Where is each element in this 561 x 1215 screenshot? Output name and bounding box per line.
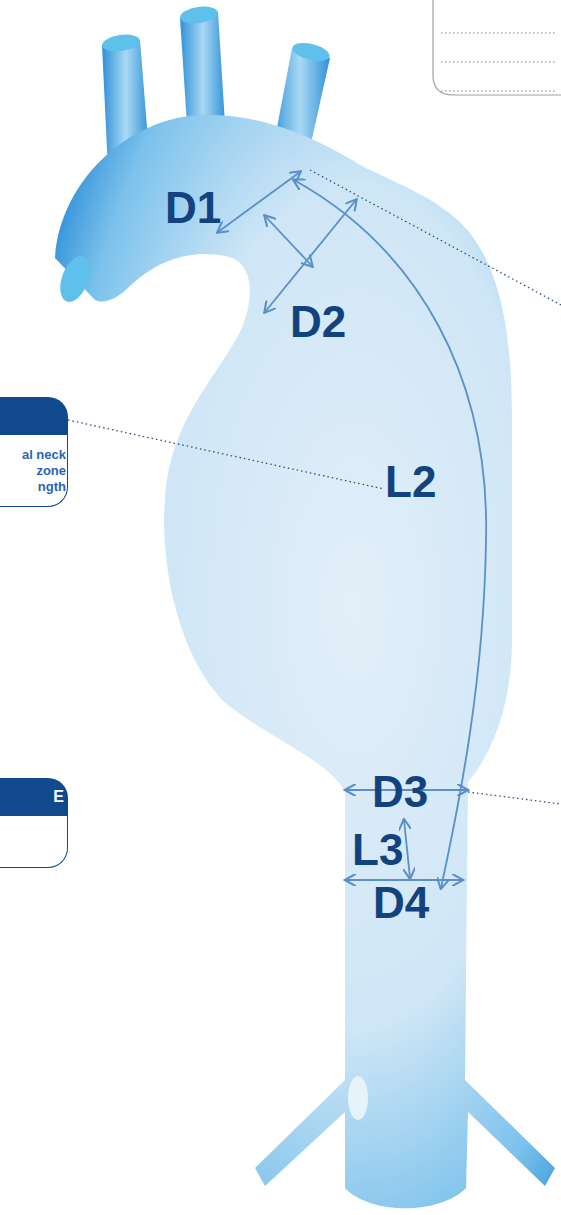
dimension-label: D1 [165, 186, 221, 230]
callout-box: E [0, 778, 68, 868]
leader-lines [68, 170, 561, 804]
dimension-label: D4 [373, 881, 429, 925]
callout-box [433, 0, 561, 95]
aorta-vessel [55, 115, 555, 1208]
callout-heading: E [14, 788, 64, 806]
dimension-label: L2 [385, 460, 436, 504]
vessel-cut-end [55, 252, 96, 306]
dimension-label: D2 [290, 300, 346, 344]
callout-text: al neck zone ngth [14, 447, 66, 495]
measurement-arrows [218, 172, 486, 888]
dimension-label: D3 [372, 770, 428, 814]
header-band [0, 397, 68, 435]
dimension-label: L3 [352, 828, 403, 872]
callout-box: al neck zone ngth [0, 397, 68, 507]
callout-body [0, 816, 68, 868]
blank-lines [441, 33, 556, 91]
bifurcation-highlight [348, 1076, 368, 1120]
